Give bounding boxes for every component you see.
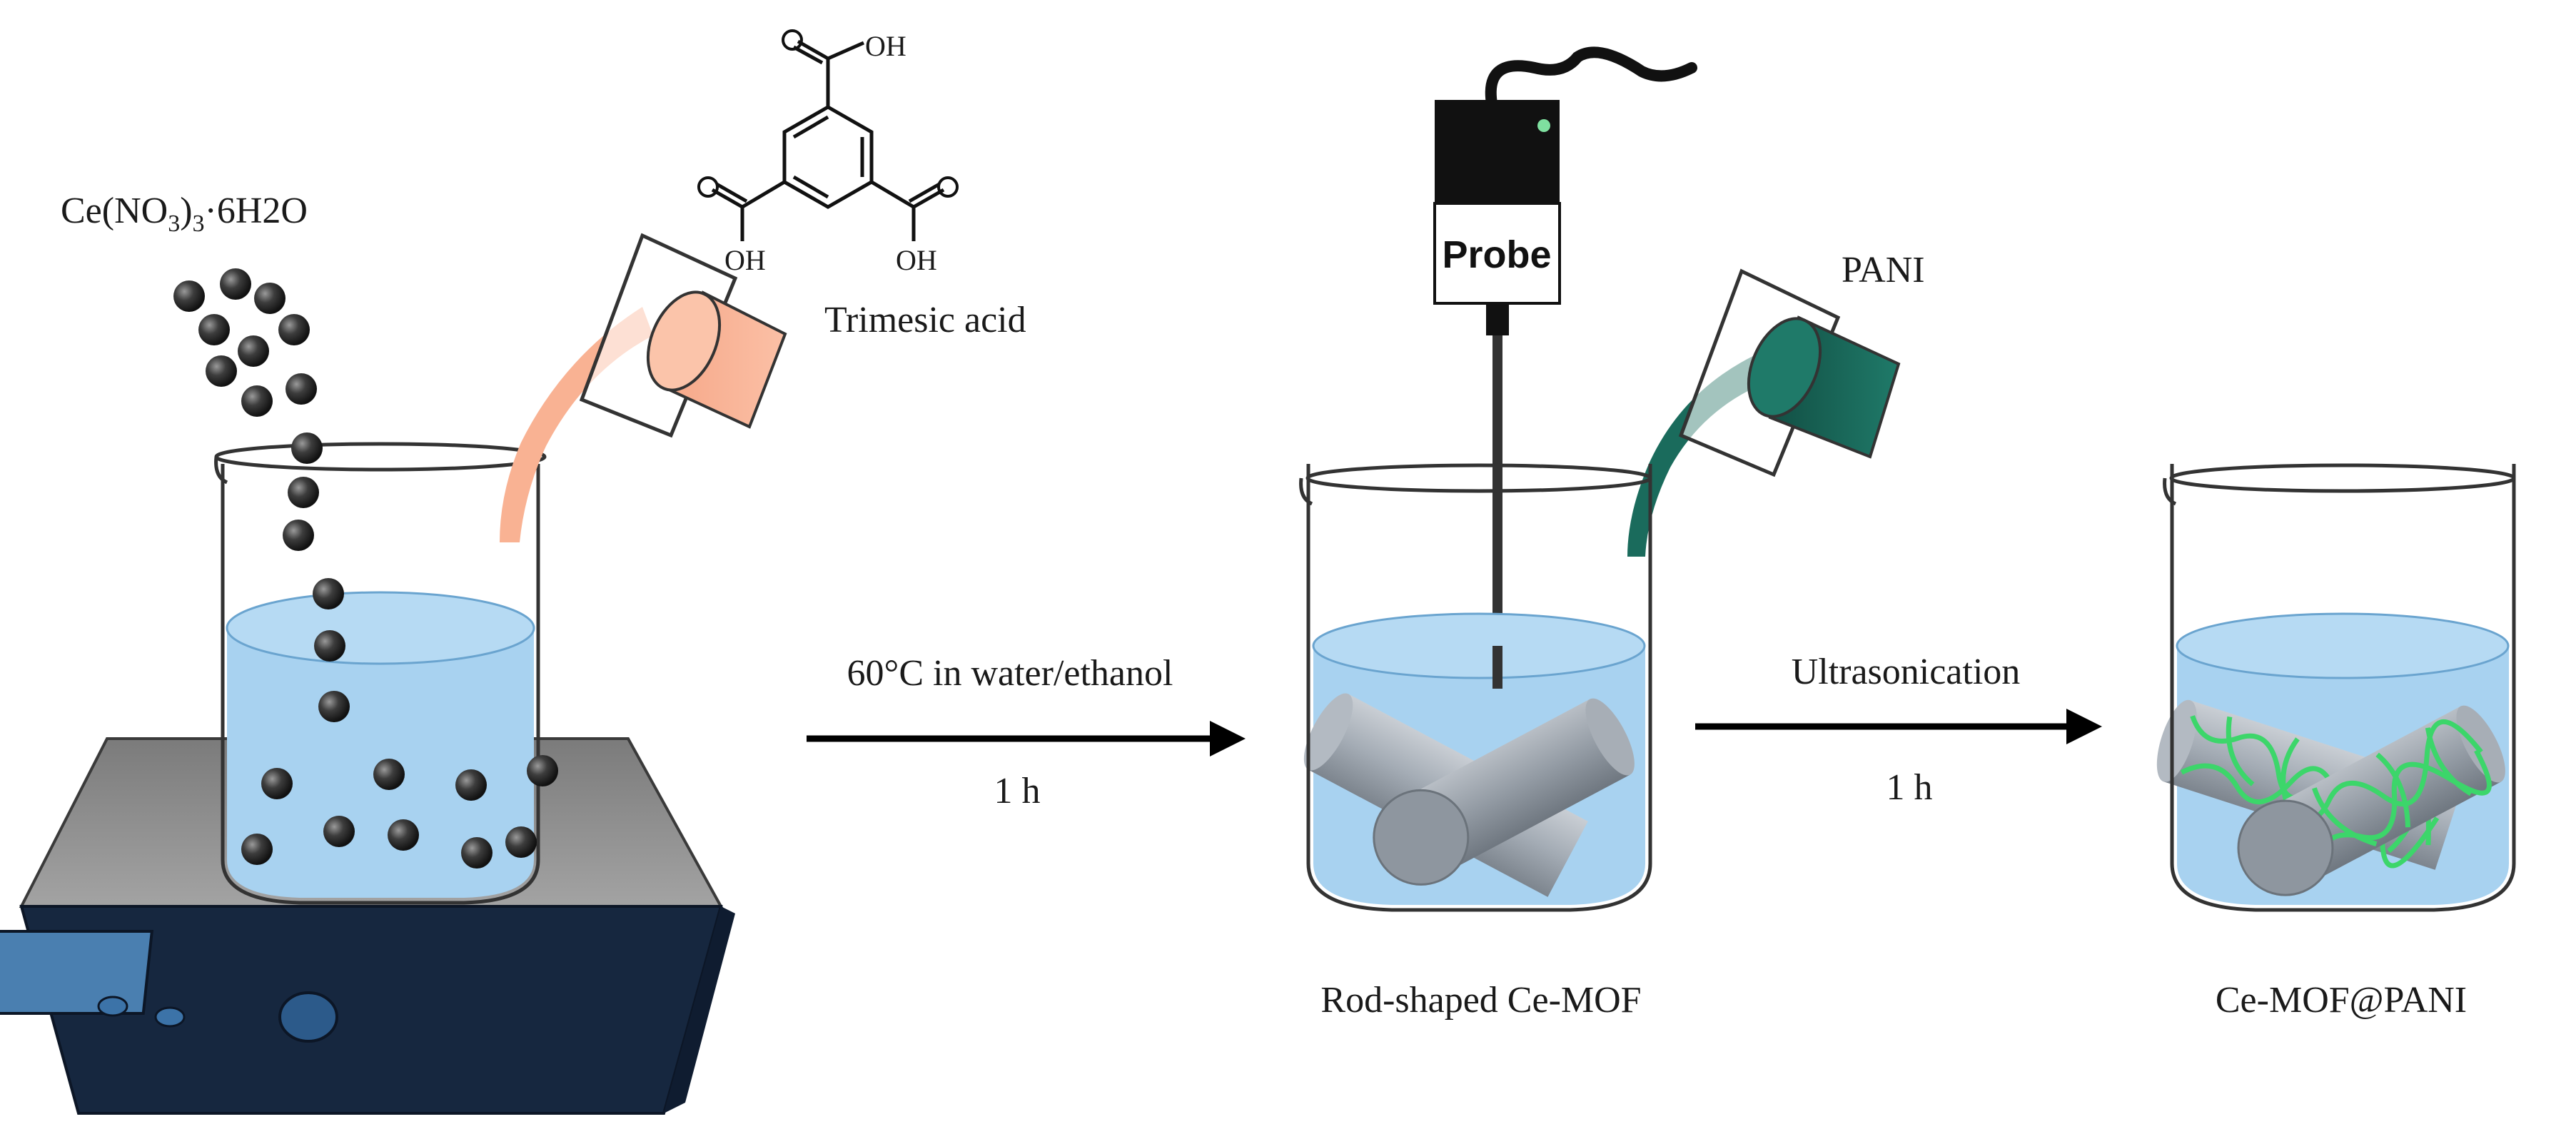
beaker-1-spout — [214, 456, 228, 485]
cerium-particle — [313, 578, 344, 609]
cerium-particle — [314, 630, 345, 662]
probe-rod — [1492, 335, 1502, 692]
hotplate-knob — [278, 991, 338, 1043]
hotplate-button-2 — [154, 1006, 186, 1028]
trimesic-acid-label: Trimesic acid — [824, 300, 1026, 340]
step-1-arrow — [807, 721, 1246, 756]
probe-indicator-light — [1537, 119, 1550, 132]
beaker-3 — [2156, 463, 2516, 912]
cerium-particle — [455, 769, 487, 801]
cerium-particle — [286, 373, 317, 405]
probe-label: Probe — [1442, 233, 1551, 276]
cerium-particle — [283, 520, 314, 551]
cerium-particle — [206, 355, 237, 387]
step-2-condition: Ultrasonication — [1792, 652, 2021, 692]
cerium-particle — [241, 385, 273, 417]
beaker-1-rim — [214, 442, 547, 472]
oh-label-left: OH — [724, 244, 766, 276]
beaker-3-water-surface — [2176, 612, 2510, 679]
cerium-particle — [291, 432, 323, 464]
trimesic-acid-structure — [697, 29, 959, 241]
cerium-particle — [527, 755, 558, 786]
cerium-particle — [373, 759, 405, 790]
hotplate-button-1 — [97, 996, 128, 1017]
benzene-ring — [782, 105, 874, 209]
cerium-particles — [173, 268, 558, 869]
product-2-label: Ce-MOF@PANI — [2216, 980, 2467, 1021]
cerium-particle — [318, 691, 350, 722]
cerium-salt-label: Ce(NO3)3·6H2O — [61, 191, 308, 237]
cerium-particle — [388, 819, 419, 851]
cerium-particle — [323, 816, 355, 847]
probe-cable — [1485, 46, 1697, 109]
ce-mof-pani-rod-2-end — [2237, 799, 2334, 896]
beaker-3-rim — [2169, 463, 2516, 493]
cerium-particle — [278, 314, 310, 345]
beaker-2 — [1299, 463, 1652, 912]
step-2-time: 1 h — [1886, 767, 1933, 808]
step-1-time: 1 h — [994, 771, 1041, 811]
pani-label: PANI — [1842, 250, 1925, 290]
hotplate-side — [664, 906, 735, 1113]
cerium-particle — [261, 768, 293, 799]
cerium-particle — [241, 834, 273, 865]
cerium-particle — [238, 335, 269, 367]
beaker-2-water-surface — [1312, 612, 1646, 679]
probe-head — [1435, 100, 1560, 203]
pani-liquid — [1747, 317, 1822, 418]
trimesic-acid-liquid — [646, 290, 722, 392]
cerium-particle — [173, 280, 205, 312]
probe-body — [1433, 202, 1561, 305]
cerium-particle — [198, 314, 230, 345]
cerium-particle — [505, 826, 537, 858]
ce-mof-rod-2-end — [1373, 789, 1470, 886]
oh-label-top: OH — [865, 30, 906, 62]
cerium-particle — [461, 837, 493, 869]
beaker-1 — [214, 442, 547, 905]
trimesic-acid-cup — [500, 233, 787, 542]
ce-mof-pani-rod-2 — [2237, 705, 2505, 896]
step-1-condition: 60°C in water/ethanol — [847, 653, 1173, 694]
cerium-particle — [254, 283, 286, 314]
pani-network-2 — [2280, 719, 2492, 868]
beaker-2-rim — [1305, 463, 1652, 493]
cerium-particle — [288, 477, 319, 508]
oh-label-right: OH — [896, 244, 937, 276]
product-1-label: Rod-shaped Ce-MOF — [1320, 980, 1641, 1021]
step-2-arrow — [1695, 709, 2102, 744]
hotplate-display — [0, 930, 154, 1015]
cerium-particle — [220, 268, 251, 300]
ce-mof-rod-2 — [1373, 698, 1635, 886]
beaker-1-water-surface — [226, 591, 535, 665]
pani-cup — [1627, 268, 1901, 557]
probe: Probe — [1433, 46, 1697, 692]
